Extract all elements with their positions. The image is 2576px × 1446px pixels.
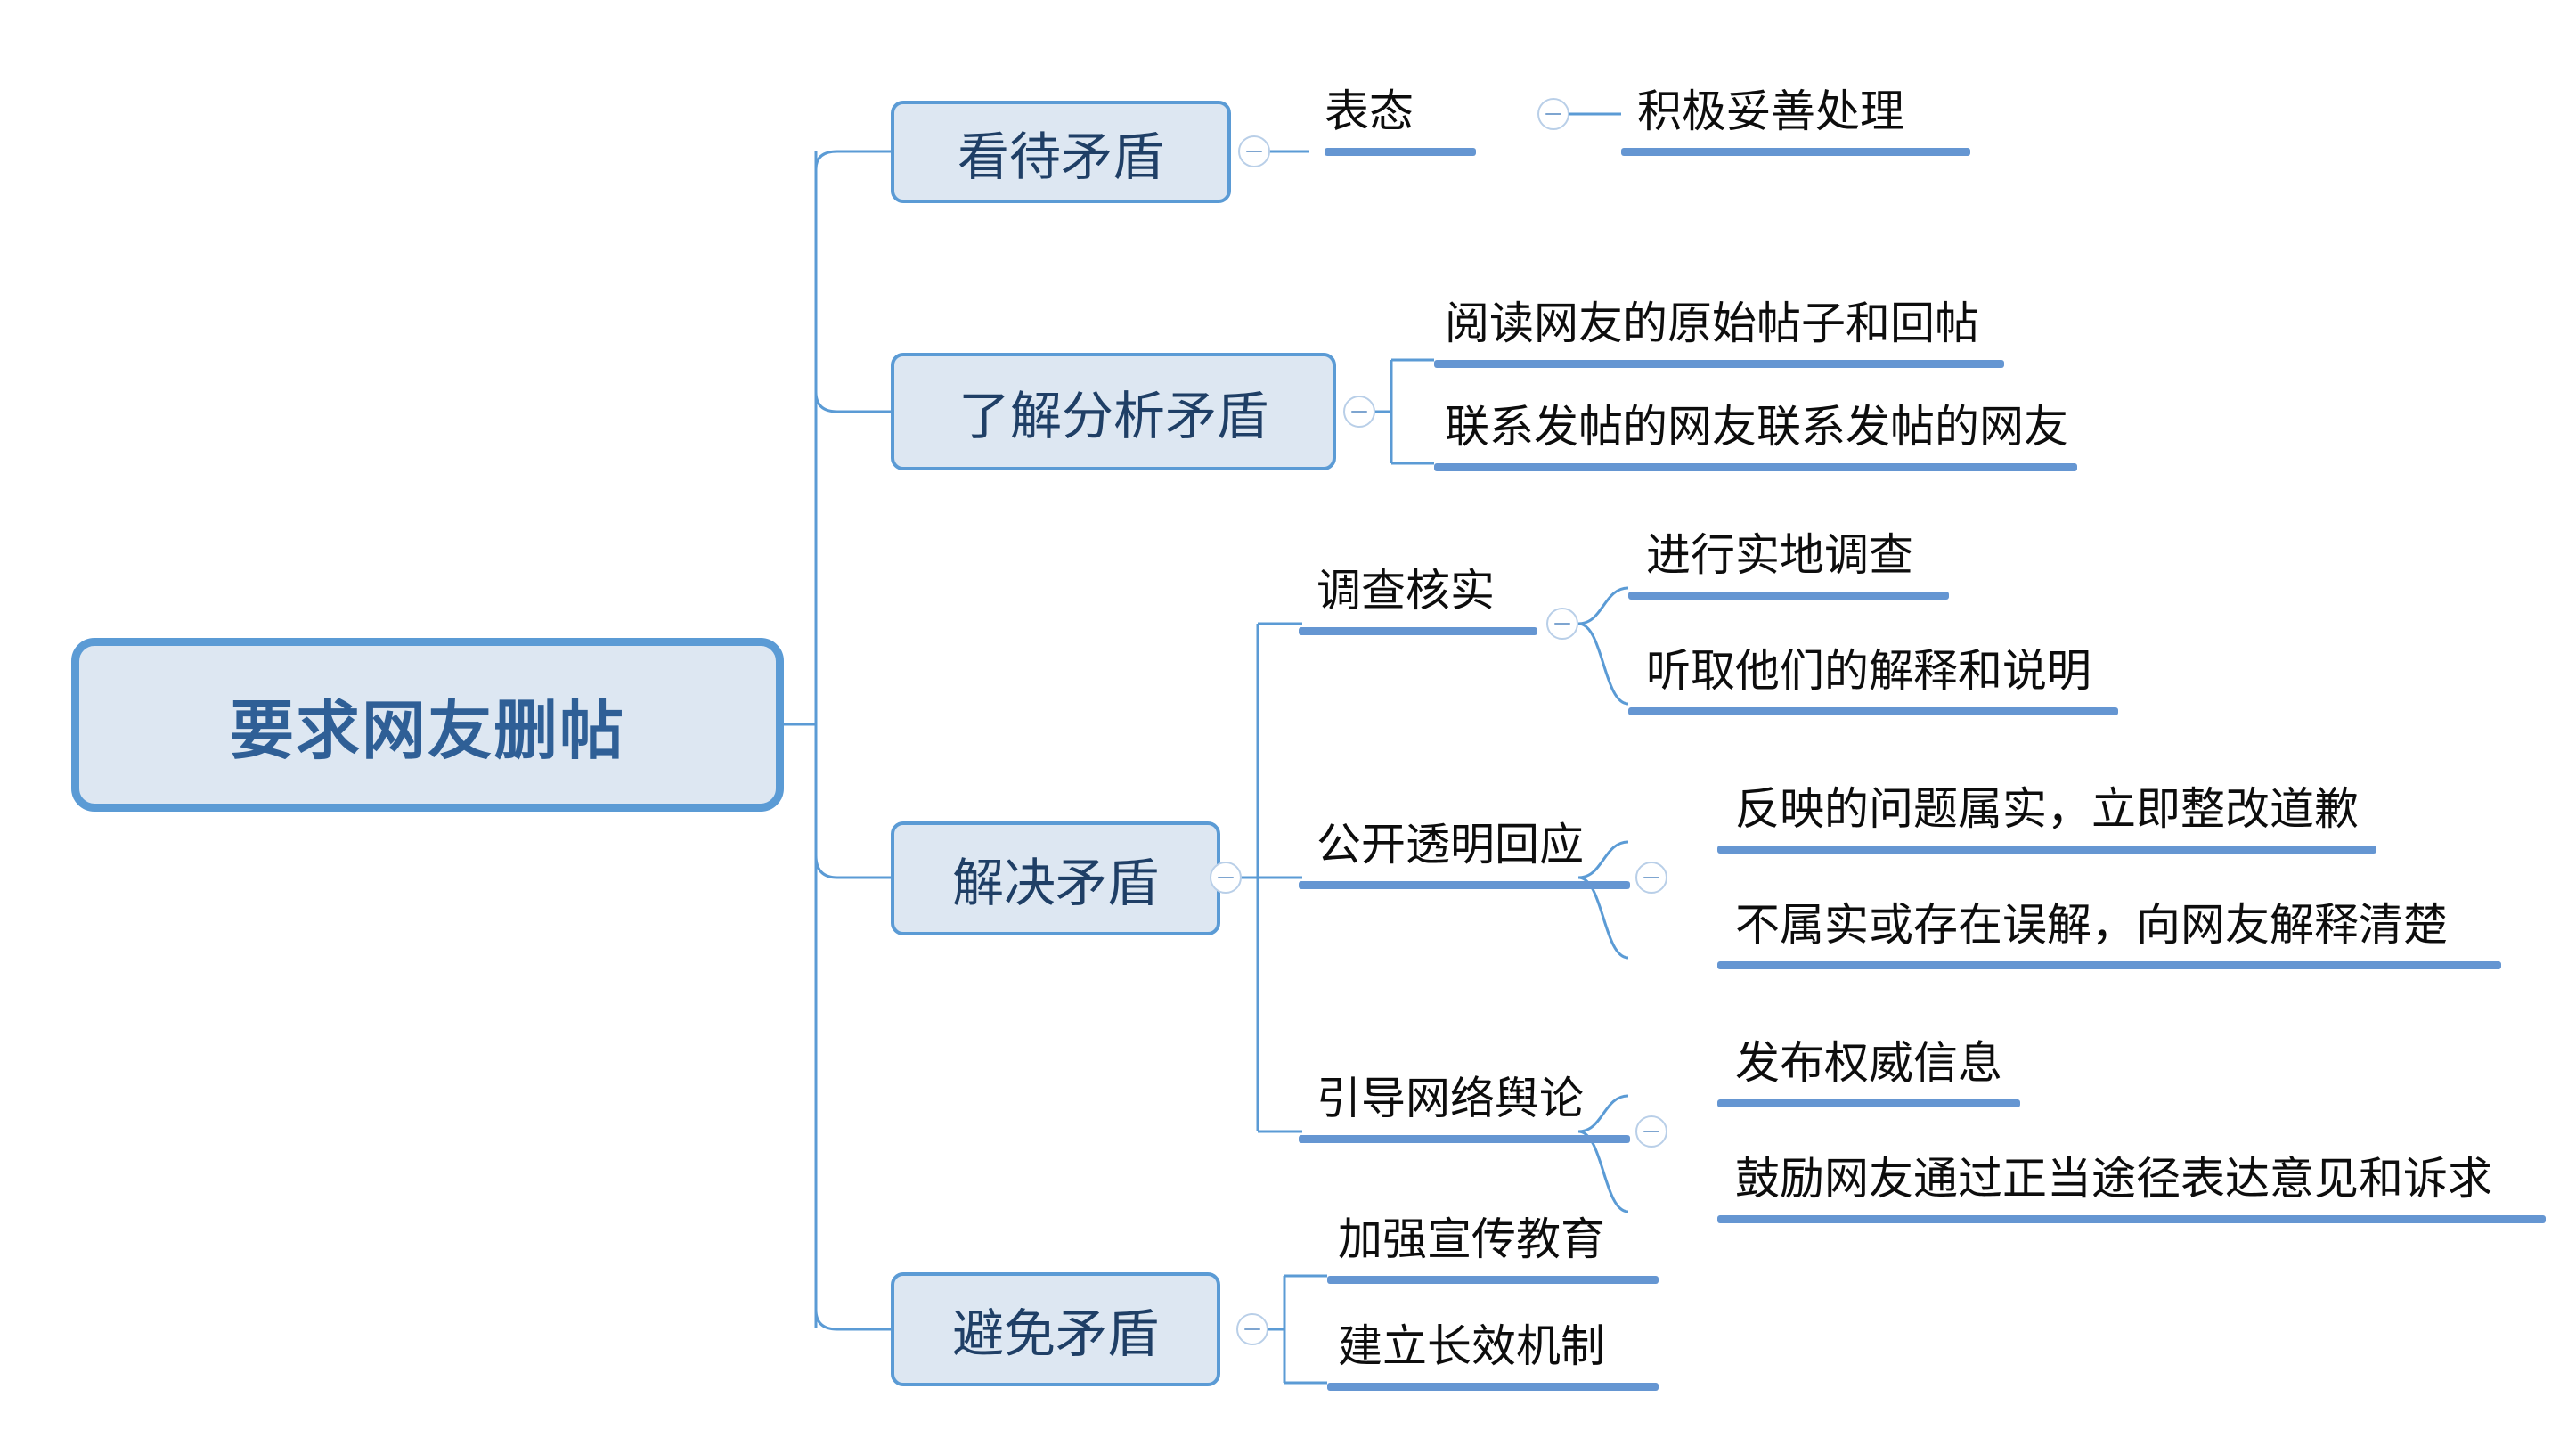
leaf-jiji-tuoshan-chuli[interactable]: 积极妥善处理 — [1621, 86, 2020, 156]
leaf-gongkai-touming-huiying-label: 公开透明回应 — [1317, 820, 1584, 870]
leaf-diaocha-heshi-label: 调查核实 — [1317, 566, 1495, 616]
leaf-jiaqiang-xuanchuan-jiaoyu-label: 加强宣传教育 — [1338, 1214, 1605, 1264]
collapse-toggle-bimian-maodun[interactable] — [1236, 1313, 1268, 1345]
leaf-biaotai-label: 表态 — [1325, 86, 1414, 136]
leaf-underline — [1717, 1215, 2546, 1223]
leaf-fabu-quanwei-xinxi[interactable]: 发布权威信息 — [1717, 1038, 2109, 1107]
root-node[interactable]: 要求网友删帖 — [71, 638, 784, 812]
leaf-jianli-changxiao-jizhi-label: 建立长效机制 — [1338, 1321, 1605, 1371]
leaf-wenti-shushi-zhenggai-label: 反映的问题属实，立即整改道歉 — [1735, 784, 2359, 834]
branch-node-label: 解决矛盾 — [951, 854, 1159, 912]
leaf-guli-wangyou-zhengdang-tujing[interactable]: 鼓励网友通过正当途径表达意见和诉求 — [1717, 1154, 2572, 1223]
leaf-wenti-shushi-zhenggai[interactable]: 反映的问题属实，立即整改道歉 — [1717, 784, 2412, 854]
leaf-jianli-changxiao-jizhi[interactable]: 建立长效机制 — [1327, 1321, 1712, 1391]
leaf-underline — [1299, 881, 1630, 889]
leaf-underline — [1327, 1383, 1659, 1391]
collapse-toggle-diaocha-heshi[interactable] — [1546, 608, 1578, 640]
leaf-underline — [1621, 148, 1970, 156]
leaf-tingqu-jieshi-shuoming[interactable]: 听取他们的解释和说明 — [1628, 646, 2145, 715]
branch-node-kandai-maodun[interactable]: 看待矛盾 — [891, 101, 1231, 203]
leaf-underline — [1717, 961, 2501, 969]
collapse-toggle-yindao-wangluo-yulun[interactable] — [1635, 1115, 1667, 1148]
collapse-toggle-liaojie-fenxi-maodun[interactable] — [1343, 396, 1375, 428]
leaf-yindao-wangluo-yulun[interactable]: 引导网络舆论 — [1299, 1074, 1691, 1143]
branch-node-liaojie-fenxi-maodun[interactable]: 了解分析矛盾 — [891, 353, 1336, 470]
leaf-underline — [1628, 592, 1949, 600]
leaf-lianxi-fatie-wangyou-label: 联系发帖的网友联系发帖的网友 — [1445, 402, 2068, 452]
leaf-biaotai[interactable]: 表态 — [1325, 86, 1525, 156]
branch-node-label: 避免矛盾 — [951, 1305, 1159, 1363]
branch-node-bimian-maodun[interactable]: 避免矛盾 — [891, 1272, 1220, 1386]
leaf-underline — [1628, 707, 2118, 715]
branch-node-label: 了解分析矛盾 — [958, 388, 1268, 445]
leaf-jiaqiang-xuanchuan-jiaoyu[interactable]: 加强宣传教育 — [1327, 1214, 1712, 1284]
leaf-yindao-wangluo-yulun-label: 引导网络舆论 — [1317, 1074, 1584, 1123]
leaf-underline — [1434, 463, 2077, 471]
leaf-jiji-tuoshan-chuli-label: 积极妥善处理 — [1637, 86, 1904, 136]
leaf-yuedu-yuanshi-tiezi-label: 阅读网友的原始帖子和回帖 — [1445, 298, 1979, 348]
leaf-underline — [1299, 1135, 1630, 1143]
collapse-toggle-kandai-maodun[interactable] — [1238, 135, 1270, 167]
leaf-diaocha-heshi[interactable]: 调查核实 — [1299, 566, 1566, 635]
leaf-jinxing-shidi-diaocha-label: 进行实地调查 — [1646, 530, 1913, 580]
leaf-fabu-quanwei-xinxi-label: 发布权威信息 — [1735, 1038, 2002, 1088]
leaf-bushushi-jieshi-qingchu[interactable]: 不属实或存在误解，向网友解释清楚 — [1717, 900, 2519, 969]
leaf-underline — [1434, 360, 2004, 368]
branch-node-jiejue-maodun[interactable]: 解决矛盾 — [891, 821, 1220, 935]
leaf-lianxi-fatie-wangyou[interactable]: 联系发帖的网友联系发帖的网友 — [1434, 402, 2122, 471]
collapse-toggle-biaotai[interactable] — [1537, 98, 1569, 130]
leaf-gongkai-touming-huiying[interactable]: 公开透明回应 — [1299, 820, 1691, 889]
leaf-guli-wangyou-zhengdang-tujing-label: 鼓励网友通过正当途径表达意见和诉求 — [1735, 1154, 2492, 1204]
leaf-tingqu-jieshi-shuoming-label: 听取他们的解释和说明 — [1646, 646, 2091, 696]
leaf-underline — [1327, 1276, 1659, 1284]
leaf-jinxing-shidi-diaocha[interactable]: 进行实地调查 — [1628, 530, 2020, 600]
root-node-label: 要求网友删帖 — [229, 696, 625, 767]
leaf-underline — [1299, 627, 1537, 635]
leaf-bushushi-jieshi-qingchu-label: 不属实或存在误解，向网友解释清楚 — [1735, 900, 2448, 950]
collapse-toggle-jiejue-maodun[interactable] — [1210, 862, 1242, 894]
leaf-underline — [1325, 148, 1476, 156]
branch-node-label: 看待矛盾 — [957, 127, 1164, 186]
leaf-underline — [1717, 1099, 2020, 1107]
leaf-yuedu-yuanshi-tiezi[interactable]: 阅读网友的原始帖子和回帖 — [1434, 298, 2050, 368]
leaf-underline — [1717, 846, 2376, 854]
collapse-toggle-gongkai-touming-huiying[interactable] — [1635, 862, 1667, 894]
